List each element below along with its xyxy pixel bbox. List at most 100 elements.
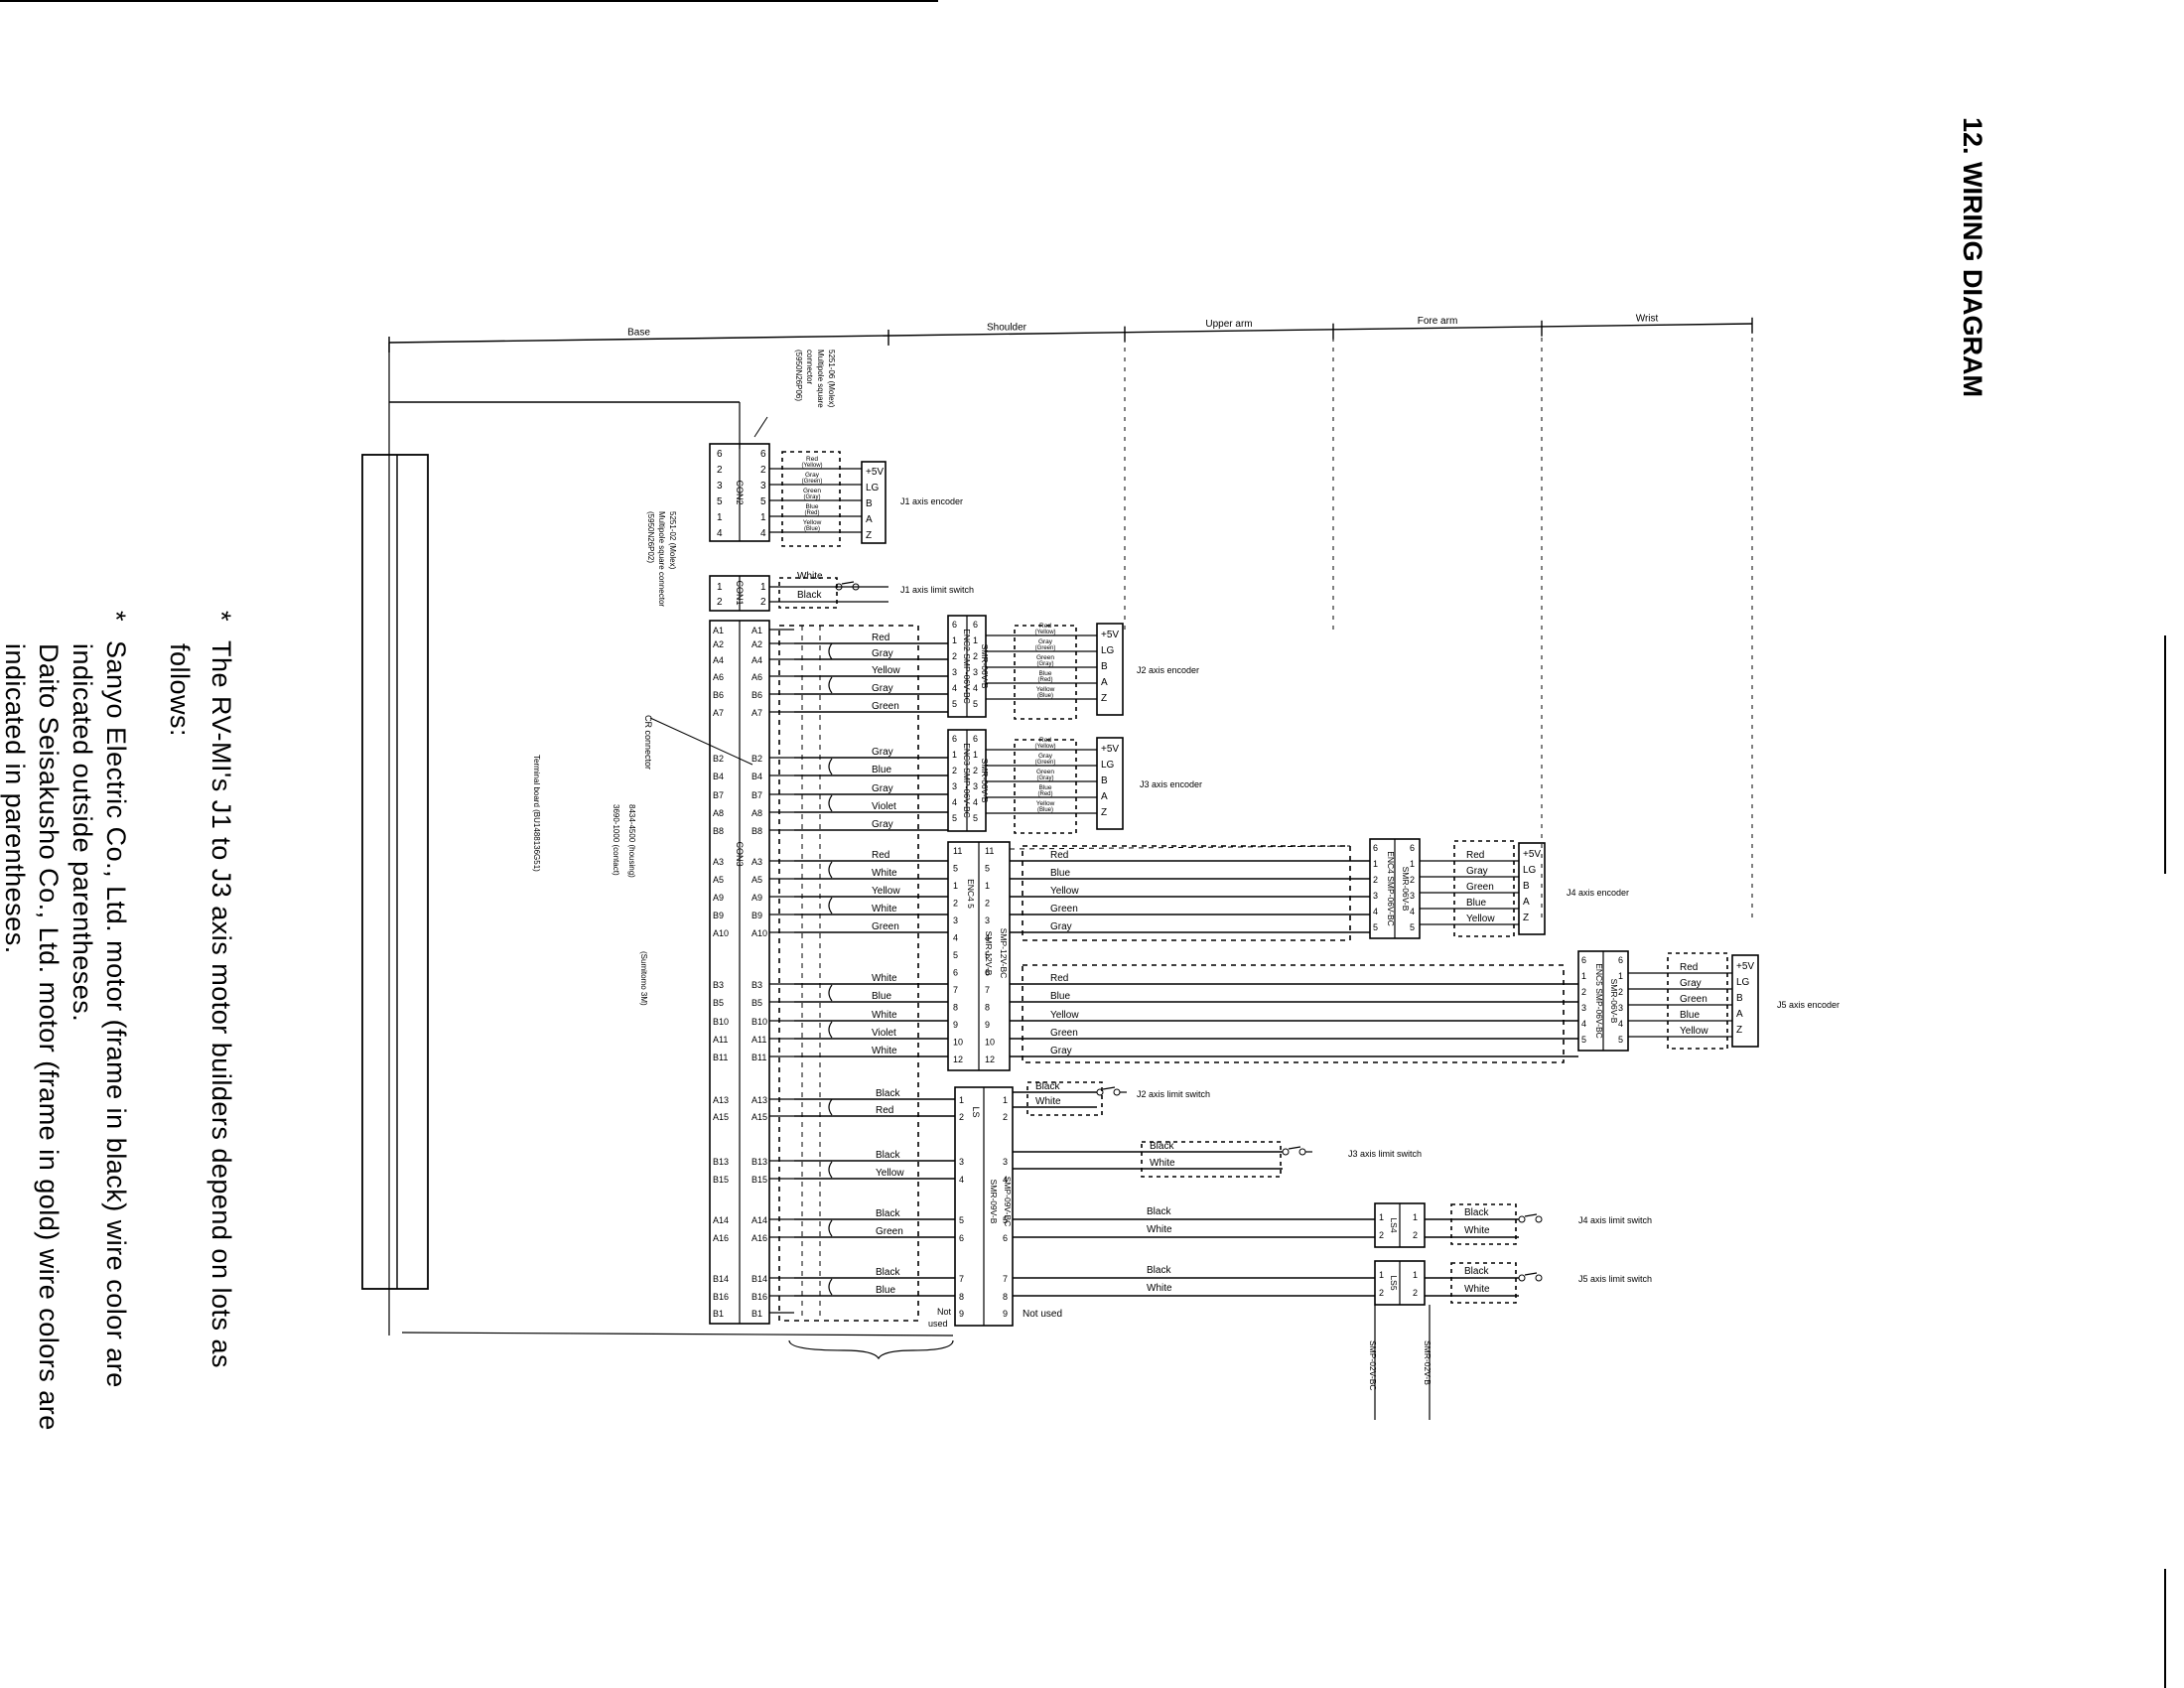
enc4-local-color: Green xyxy=(1466,882,1494,893)
j1-wire-alt: (Gray) xyxy=(804,494,821,500)
enc5-local-shield xyxy=(1667,952,1728,1050)
con3-pin-right: B10 xyxy=(751,1017,767,1027)
j2-encoder-signal: Z xyxy=(1101,693,1107,704)
con3-pin-right: A1 xyxy=(751,626,762,635)
j3-color: Gray xyxy=(872,783,893,794)
ls-pin-left: 2 xyxy=(959,1112,964,1122)
enc45-pin-right: 3 xyxy=(985,915,990,925)
con3-pin-left: A1 xyxy=(713,626,724,635)
enc4-local-color: Yellow xyxy=(1466,914,1495,924)
enc45-pin-left: 5 xyxy=(953,950,958,960)
j1-wire-color: Gray xyxy=(805,472,820,479)
j3-encoder-label: J3 axis encoder xyxy=(1140,779,1202,789)
ls-pin-left: 6 xyxy=(959,1233,964,1243)
j4-arm-color: Red xyxy=(1050,850,1068,861)
enc2-pin-left: 3 xyxy=(952,667,957,677)
enc45-pin-right: 10 xyxy=(985,1038,995,1048)
con2-label: CON2 xyxy=(735,480,745,504)
con3-pin-right: A10 xyxy=(751,928,767,938)
enc45-label-b: SMR-12V-B xyxy=(984,931,994,976)
j4-limit-white: White xyxy=(1147,1224,1172,1235)
label: 2 xyxy=(1413,1288,1418,1298)
con3-pin-left: B13 xyxy=(713,1157,729,1167)
con3-pin-left: B3 xyxy=(713,980,724,990)
enc4-label-b: SMR-06V-B xyxy=(1401,867,1411,912)
j2-color: Red xyxy=(872,633,889,643)
con2-pin-left: 4 xyxy=(717,528,723,539)
j2-encoder-signal: +5V xyxy=(1101,630,1119,640)
enc45-pin-right: 4 xyxy=(985,933,990,943)
enc5-pin-right: 4 xyxy=(1618,1019,1623,1029)
con3-pin-left: A13 xyxy=(713,1095,729,1105)
j5-contact xyxy=(1535,1274,1543,1282)
j1-encoder-shield xyxy=(781,451,841,547)
j2-encoder-wire-color: Yellow xyxy=(1036,686,1055,693)
enc45-pin-right: 2 xyxy=(985,899,990,909)
j5-local-black: Black xyxy=(1464,1266,1489,1277)
j1-encoder-box xyxy=(861,461,887,544)
enc45-pin-right: 5 xyxy=(985,950,990,960)
j1-encoder-signal: A xyxy=(866,514,873,525)
cr-connector-label: CR connector xyxy=(643,715,653,770)
con2-pin-right: 5 xyxy=(760,496,766,507)
enc5-pin-left: 4 xyxy=(1581,1019,1586,1029)
ls4-label: LS4 xyxy=(1389,1217,1399,1232)
enc45-label-c: SMP-12V-BC xyxy=(999,928,1009,979)
enc45-pin-left: 1 xyxy=(953,881,958,891)
con3-pin-right: A5 xyxy=(751,875,762,885)
molex6-label-a: 5251-06 (Molex) xyxy=(827,350,836,408)
twist-mark xyxy=(828,1161,833,1179)
ls-color: Green xyxy=(876,1226,903,1237)
enc2-pin-right: 2 xyxy=(973,651,978,661)
j2-encoder-wire-color: Red xyxy=(1039,623,1051,630)
con3-pin-left: B8 xyxy=(713,826,724,836)
enc5-pin-right: 2 xyxy=(1618,987,1623,997)
enc45-pin-right: 5 xyxy=(985,864,990,874)
j4-color: Red xyxy=(872,850,889,861)
enc5-local-color: Gray xyxy=(1680,978,1702,989)
j3-color: Blue xyxy=(872,765,891,775)
label: 1 xyxy=(1379,1212,1384,1222)
enc4-encoder-label: J4 axis encoder xyxy=(1567,888,1629,898)
con3-pin-left: B15 xyxy=(713,1175,729,1185)
j1-switch-contact xyxy=(835,583,843,591)
j5-arm-color: Yellow xyxy=(1050,1010,1079,1021)
enc4-pin-left: 4 xyxy=(1373,907,1378,916)
j1-wire-color: Yellow xyxy=(803,519,822,526)
j3-limit-contact xyxy=(1298,1148,1306,1156)
enc5-pin-right: 1 xyxy=(1618,971,1623,981)
j2-encoder-wire-alt: (Gray) xyxy=(1037,661,1054,667)
j2-limit-lever xyxy=(1102,1086,1116,1090)
enc4-label: ENC4 SMP-06V-BC xyxy=(1386,851,1396,926)
con3-pin-left: B4 xyxy=(713,772,724,781)
cr-connector-leader xyxy=(649,717,753,766)
twist-mark xyxy=(828,1219,833,1237)
terminal-board-bottom-lead xyxy=(401,1332,954,1336)
j3-color: Gray xyxy=(872,819,893,830)
j4-arm-color: Blue xyxy=(1050,868,1070,879)
j4-arm-color: Yellow xyxy=(1050,886,1079,897)
con2-pin-left: 6 xyxy=(717,449,723,460)
j3-limit-black: Black xyxy=(1150,1141,1174,1152)
enc5-label: ENC5 SMP-06V-BC xyxy=(1594,963,1604,1039)
enc5-label-b: SMR-06V-B xyxy=(1609,979,1619,1024)
j3-encoder-signal: LG xyxy=(1101,760,1115,771)
enc45-pin-right: 9 xyxy=(985,1020,990,1030)
enc2-pin-left: 4 xyxy=(952,683,957,693)
con3-pin-right: A8 xyxy=(751,808,762,818)
j1-wire-color: Red xyxy=(806,456,818,463)
ls-color: Yellow xyxy=(876,1168,904,1179)
j2-limit-black: Black xyxy=(1035,1081,1060,1092)
con3-pin-right: A16 xyxy=(751,1233,767,1243)
con3-pin-right: B9 xyxy=(751,911,762,920)
j2-encoder-wire-alt: (Green) xyxy=(1035,645,1056,651)
ls-color: Black xyxy=(876,1208,900,1219)
con3-pin-right: B13 xyxy=(751,1157,767,1167)
ls-pin-right: 2 xyxy=(1003,1112,1008,1122)
ls-color: Red xyxy=(876,1105,893,1116)
j5-arm-color: Green xyxy=(1050,1028,1078,1039)
label: 2 xyxy=(1379,1230,1384,1240)
enc2-pin-right: 6 xyxy=(973,620,978,630)
j3-encoder-wire-alt: (Green) xyxy=(1035,760,1056,766)
twist-mark xyxy=(828,676,833,694)
